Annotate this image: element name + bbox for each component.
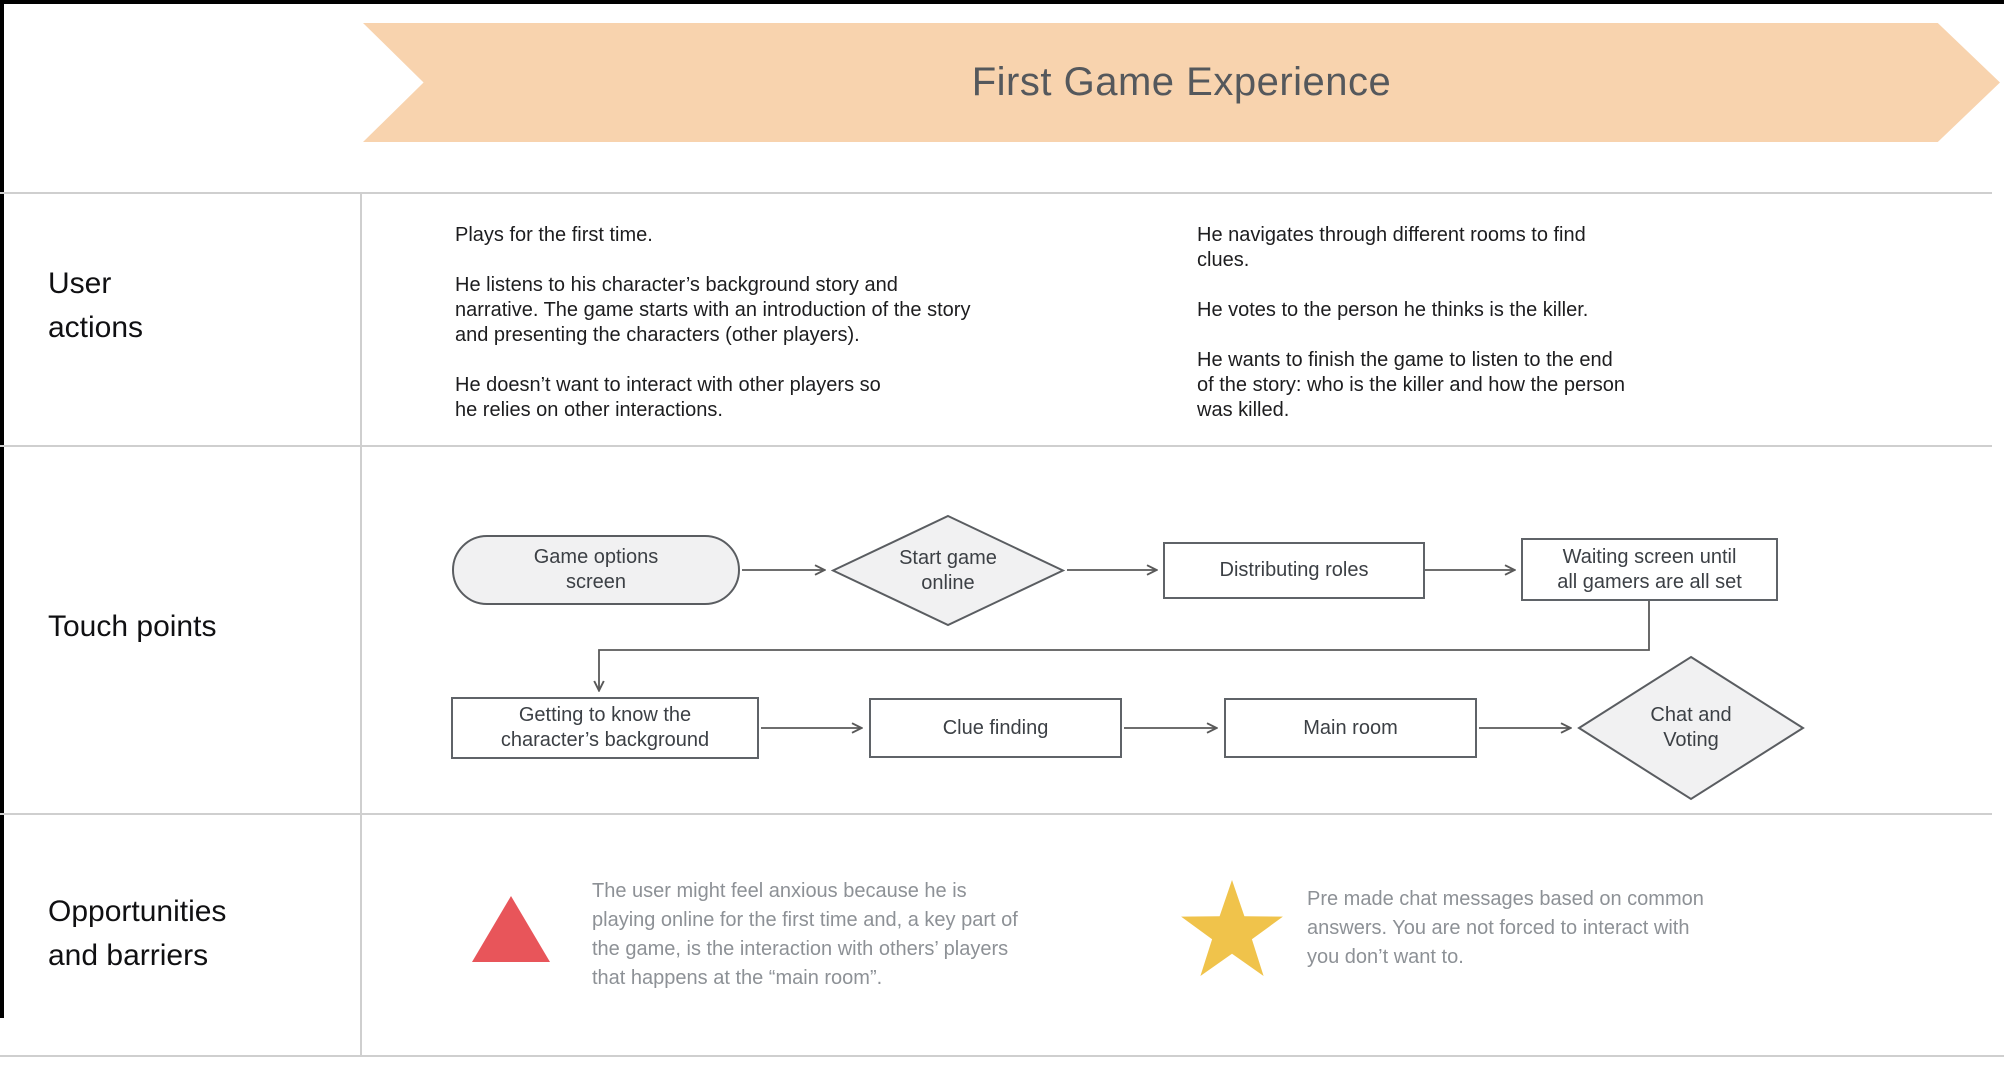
grid-line-horizontal: [0, 445, 1992, 447]
grid-line-horizontal: [0, 1055, 2004, 1057]
flow-node-label: Game options screen: [533, 546, 659, 593]
frame-border-left: [0, 0, 4, 1018]
flow-node-clue-finding: Clue finding: [869, 698, 1122, 758]
grid-line-horizontal: [0, 192, 1992, 194]
flow-node-label: Waiting screen until all gamers are all …: [1557, 545, 1742, 593]
flow-node-label: Distributing roles: [1219, 559, 1369, 581]
row-label-opportunities: Opportunities and barriers: [48, 895, 227, 972]
barrier-text: The user might feel anxious because he i…: [592, 880, 1018, 989]
diamond-shape: [831, 514, 1065, 627]
opportunity-text: Pre made chat messages based on common a…: [1307, 888, 1704, 968]
user-actions-text-right: He navigates through different rooms to …: [1197, 224, 1626, 421]
header-banner: First Game Experience: [363, 23, 2000, 142]
flow-node-label: Getting to know the character’s backgrou…: [500, 704, 710, 751]
flow-node-getting-to-know: Getting to know the character’s backgrou…: [451, 697, 759, 759]
warning-triangle-icon: [472, 896, 550, 962]
user-actions-text-left: Plays for the first time. He listens to …: [455, 224, 971, 421]
grid-line-horizontal: [0, 813, 1992, 815]
flow-node-label: Clue finding: [942, 716, 1049, 739]
star-icon: [1181, 880, 1283, 976]
flow-node-label: Main room: [1303, 716, 1398, 739]
flow-node-label: Start game online: [899, 546, 997, 594]
flow-node-start-game: Start game online: [831, 514, 1065, 627]
flow-node-distributing-roles: Distributing roles: [1163, 542, 1425, 599]
row-label-touch-points: Touch points: [48, 610, 217, 643]
flow-node-game-options: Game options screen: [452, 535, 740, 605]
grid-line-vertical: [360, 192, 362, 1055]
row-label-user-actions: User actions: [48, 267, 144, 344]
flow-node-chat-voting: Chat and Voting: [1577, 655, 1805, 801]
frame-border-top: [0, 0, 2004, 4]
flow-node-waiting-screen: Waiting screen until all gamers are all …: [1521, 538, 1778, 601]
flow-node-label: Chat and Voting: [1650, 704, 1732, 751]
flow-node-main-room: Main room: [1224, 698, 1477, 758]
page-title: First Game Experience: [971, 60, 1392, 104]
diamond-shape: [1577, 655, 1805, 801]
